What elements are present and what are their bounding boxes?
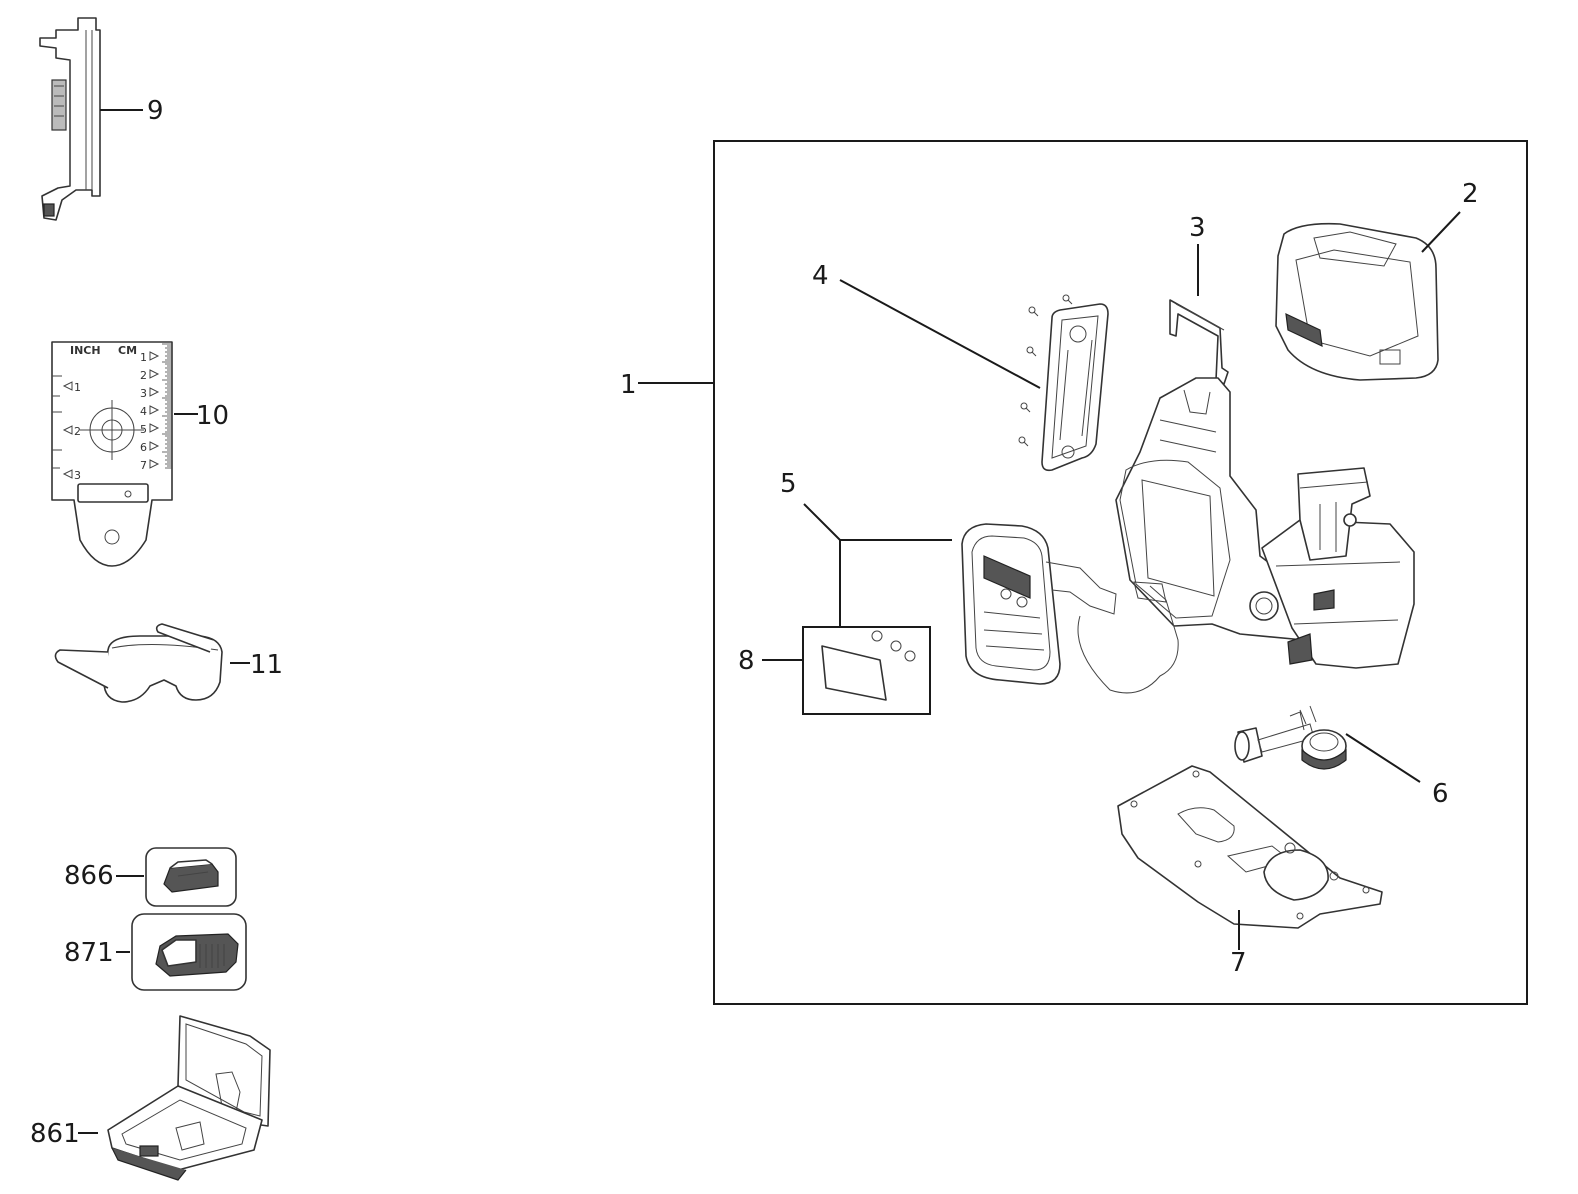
callout-861: 861	[30, 1119, 80, 1149]
inch-mark-1: 1	[74, 381, 81, 394]
callout-9: 9	[147, 96, 164, 126]
part-9-bracket-icon	[39, 17, 101, 221]
part-4-plate-icon	[1018, 294, 1109, 472]
callout-6: 6	[1432, 779, 1449, 809]
leader-2	[1421, 211, 1461, 253]
screws-icon	[1018, 294, 1073, 447]
callout-11: 11	[250, 650, 283, 680]
part-5-keypad-icon	[961, 523, 1179, 694]
callout-10: 10	[196, 401, 229, 431]
part-3-clip-icon	[1169, 299, 1229, 385]
callout-2: 2	[1462, 179, 1479, 209]
callout-8: 8	[738, 646, 755, 676]
callout-866: 866	[64, 861, 114, 891]
cm-mark-1: 1	[140, 351, 147, 364]
callout-871: 871	[64, 938, 114, 968]
part-10-target-card-icon: INCH CM 1 2 3 1 2 3 4 5 6 7	[51, 341, 173, 567]
part-871-charger-icon	[155, 933, 239, 977]
cm-ruler	[162, 343, 172, 469]
part-866-battery-icon	[163, 859, 219, 893]
part-7-base-icon	[1117, 765, 1383, 929]
leader-5-a	[803, 503, 952, 541]
part-2-cover-icon	[1275, 222, 1439, 381]
callout-3: 3	[1189, 213, 1206, 243]
part-8-box	[802, 626, 931, 715]
callout-5: 5	[780, 469, 797, 499]
part-11-glasses-icon	[54, 623, 223, 703]
part-8-label-kit-icon	[821, 630, 916, 701]
cm-mark-6: 6	[140, 441, 147, 454]
callout-4: 4	[812, 261, 829, 291]
callout-7: 7	[1230, 948, 1247, 978]
leader-6	[1345, 733, 1421, 783]
target-cm-label: CM	[118, 344, 137, 357]
main-housing-icon	[1115, 377, 1415, 669]
leader-4	[839, 279, 1041, 389]
assembly-1-frame	[713, 140, 1528, 1005]
cm-mark-3: 3	[140, 387, 147, 400]
inch-mark-3: 3	[74, 469, 81, 482]
part-6-knob-icon	[1234, 705, 1347, 770]
callout-1: 1	[620, 370, 637, 400]
cm-mark-2: 2	[140, 369, 147, 382]
inch-marks: 1 2 3	[62, 381, 81, 482]
cm-mark-7: 7	[140, 459, 147, 472]
cm-mark-4: 4	[140, 405, 147, 418]
inch-mark-2: 2	[74, 425, 81, 438]
part-861-case-icon	[107, 1015, 271, 1181]
target-inch-label: INCH	[70, 344, 101, 357]
